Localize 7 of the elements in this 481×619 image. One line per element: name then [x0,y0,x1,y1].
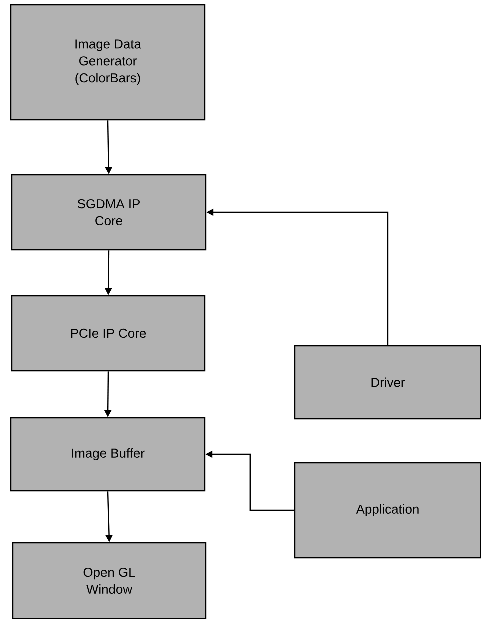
process-box: PCIe IP Core [11,295,206,372]
process-box: Image Data Generator (ColorBars) [10,4,206,121]
process-box: Driver [294,345,481,420]
process-box: Application [294,462,481,559]
process-box: Open GL Window [12,542,207,619]
process-box: Image Buffer [10,417,206,492]
process-box: SGDMA IP Core [11,174,207,251]
